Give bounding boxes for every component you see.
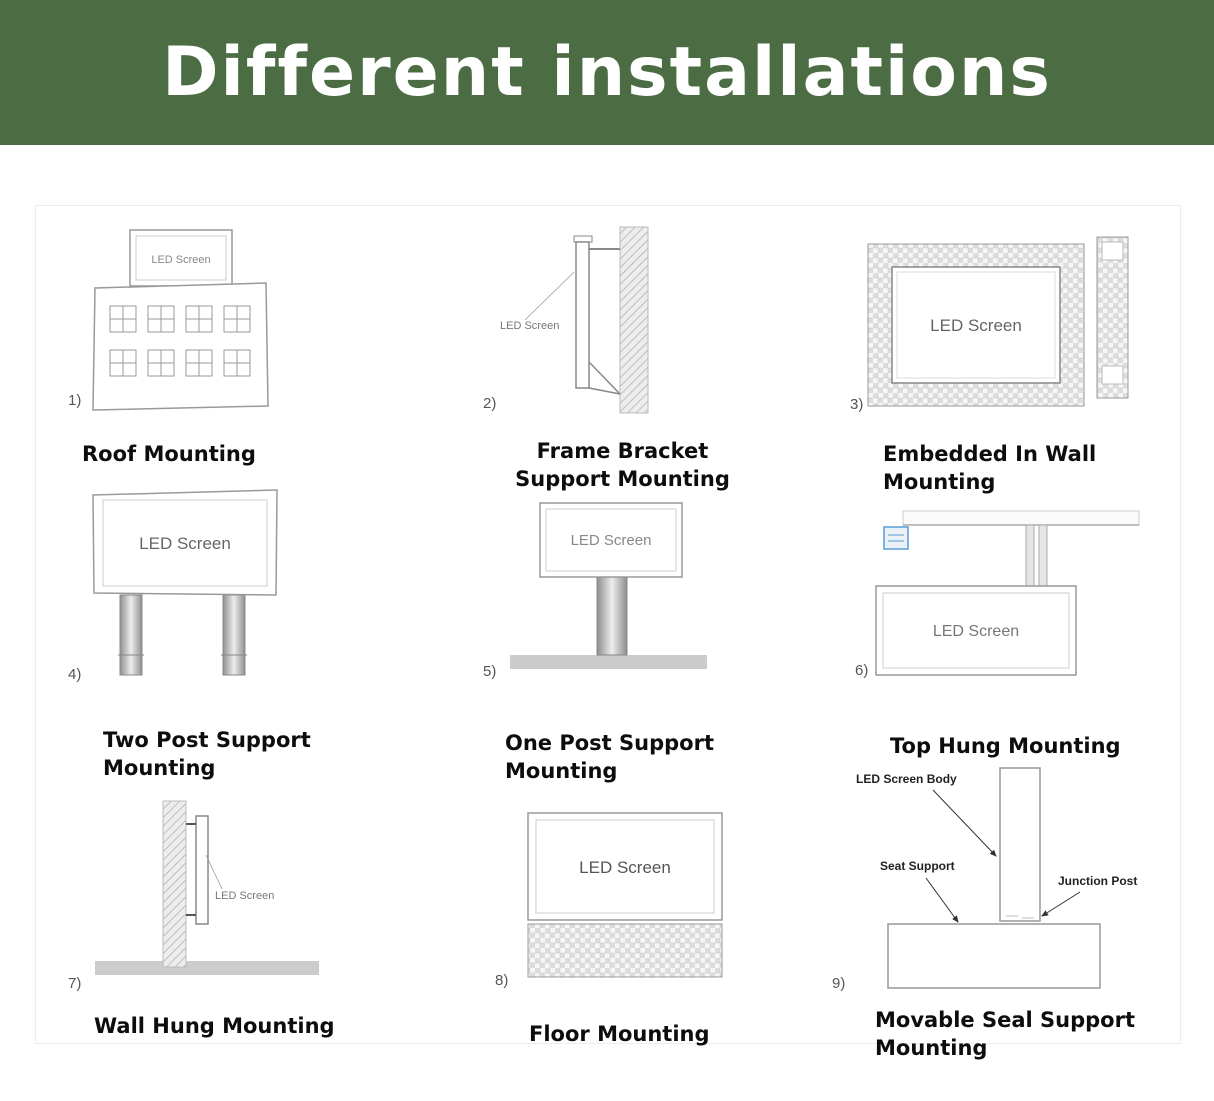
led-screen-label: LED Screen (579, 858, 671, 877)
figure-number: 8) (495, 972, 508, 989)
seat-support-arrow (925, 877, 959, 923)
led-screen-panel (891, 266, 1061, 384)
led-screen-edge (575, 241, 590, 389)
building-facade (92, 282, 269, 411)
figure-number: 6) (855, 662, 868, 679)
two-post-diagram: LED Screen 4) (68, 489, 278, 683)
frame-bracket-diagram: LED Screen 2) (483, 226, 649, 414)
ceiling (902, 510, 1140, 526)
ground (95, 961, 319, 975)
figure-number: 9) (832, 975, 845, 992)
seat-base (887, 923, 1101, 989)
led-screen-panel (92, 489, 278, 596)
caption-top-hung: Top Hung Mounting (890, 734, 1121, 758)
figure-number: 7) (68, 975, 81, 992)
page-title: Different installations (162, 33, 1052, 112)
base-plinth (527, 923, 723, 978)
caption-one-post: One Post Support Mounting (505, 731, 714, 784)
content-frame (35, 205, 1181, 1044)
movable-seal-diagram: LED Screen Body Seat Support Junction Po… (832, 767, 1137, 992)
led-screen-label: LED Screen (139, 534, 231, 553)
leader-line (205, 854, 223, 890)
screen-body-post (999, 767, 1041, 922)
led-screen-body-arrow (932, 789, 997, 857)
seat-support-label: Seat Support (880, 859, 955, 873)
post-right (222, 594, 246, 676)
post-left (119, 594, 143, 676)
header-banner: Different installations (0, 0, 1214, 145)
led-screen-panel (875, 585, 1077, 676)
strip-notch-top (1101, 241, 1124, 261)
building-windows (109, 305, 251, 377)
caption-embedded-wall: Embedded In Wall Mounting (883, 442, 1097, 495)
caption-floor-mounting: Floor Mounting (529, 1022, 710, 1046)
figure-number: 5) (483, 663, 496, 680)
junction-post-label: Junction Post (1058, 874, 1137, 888)
hanger-right (1038, 524, 1048, 587)
led-screen-edge (195, 815, 209, 925)
junction-post-arrow (1041, 891, 1081, 917)
caption-movable-seal: Movable Seal Support Mounting (875, 1008, 1135, 1061)
leader-line (524, 271, 575, 321)
figure-number: 3) (850, 396, 863, 413)
top-hung-diagram: LED Screen 6) (855, 510, 1140, 679)
led-screen-label: LED Screen (215, 890, 274, 902)
embedded-wall-diagram: LED Screen 3) (850, 236, 1129, 413)
led-screen-panel (539, 502, 683, 578)
ground (510, 655, 707, 669)
led-screen-panel-inner (102, 499, 268, 587)
led-screen-label: LED Screen (151, 254, 210, 266)
caption-roof-mounting: Roof Mounting (82, 442, 256, 466)
post (596, 576, 628, 656)
wall (162, 800, 187, 968)
led-screen-box-inner (135, 235, 227, 281)
figure-number: 4) (68, 666, 81, 683)
top-cap (573, 235, 593, 243)
caption-two-post: Two Post Support Mounting (103, 728, 311, 781)
figure-number: 1) (68, 392, 81, 409)
led-screen-panel-inner (535, 819, 715, 914)
led-screen-panel-inner (882, 592, 1070, 669)
one-post-diagram: LED Screen 5) (483, 502, 707, 680)
led-screen-label: LED Screen (933, 623, 1019, 640)
caption-wall-hung: Wall Hung Mounting (94, 1014, 335, 1038)
led-screen-label: LED Screen (571, 532, 652, 549)
window-icon (883, 526, 909, 550)
roof-mounting-diagram: LED Screen 1) (68, 229, 269, 411)
wall-hung-diagram: LED Screen 7) (68, 800, 319, 992)
led-screen-label: LED Screen (500, 320, 559, 332)
brace-diagonal (588, 361, 621, 395)
led-screen-panel (527, 812, 723, 921)
strip-notch-bottom (1101, 365, 1124, 385)
floor-mounting-diagram: LED Screen 8) (495, 812, 723, 989)
led-screen-panel-inner (896, 271, 1056, 379)
led-screen-panel-inner (545, 508, 677, 572)
led-screen-label: LED Screen (930, 316, 1022, 335)
brace-bottom (588, 387, 621, 395)
wall (619, 226, 649, 414)
led-screen-body-label: LED Screen Body (856, 772, 957, 786)
hanger-left (1025, 524, 1035, 587)
figure-number: 2) (483, 395, 496, 412)
caption-frame-bracket: Frame Bracket Support Mounting (515, 439, 730, 492)
